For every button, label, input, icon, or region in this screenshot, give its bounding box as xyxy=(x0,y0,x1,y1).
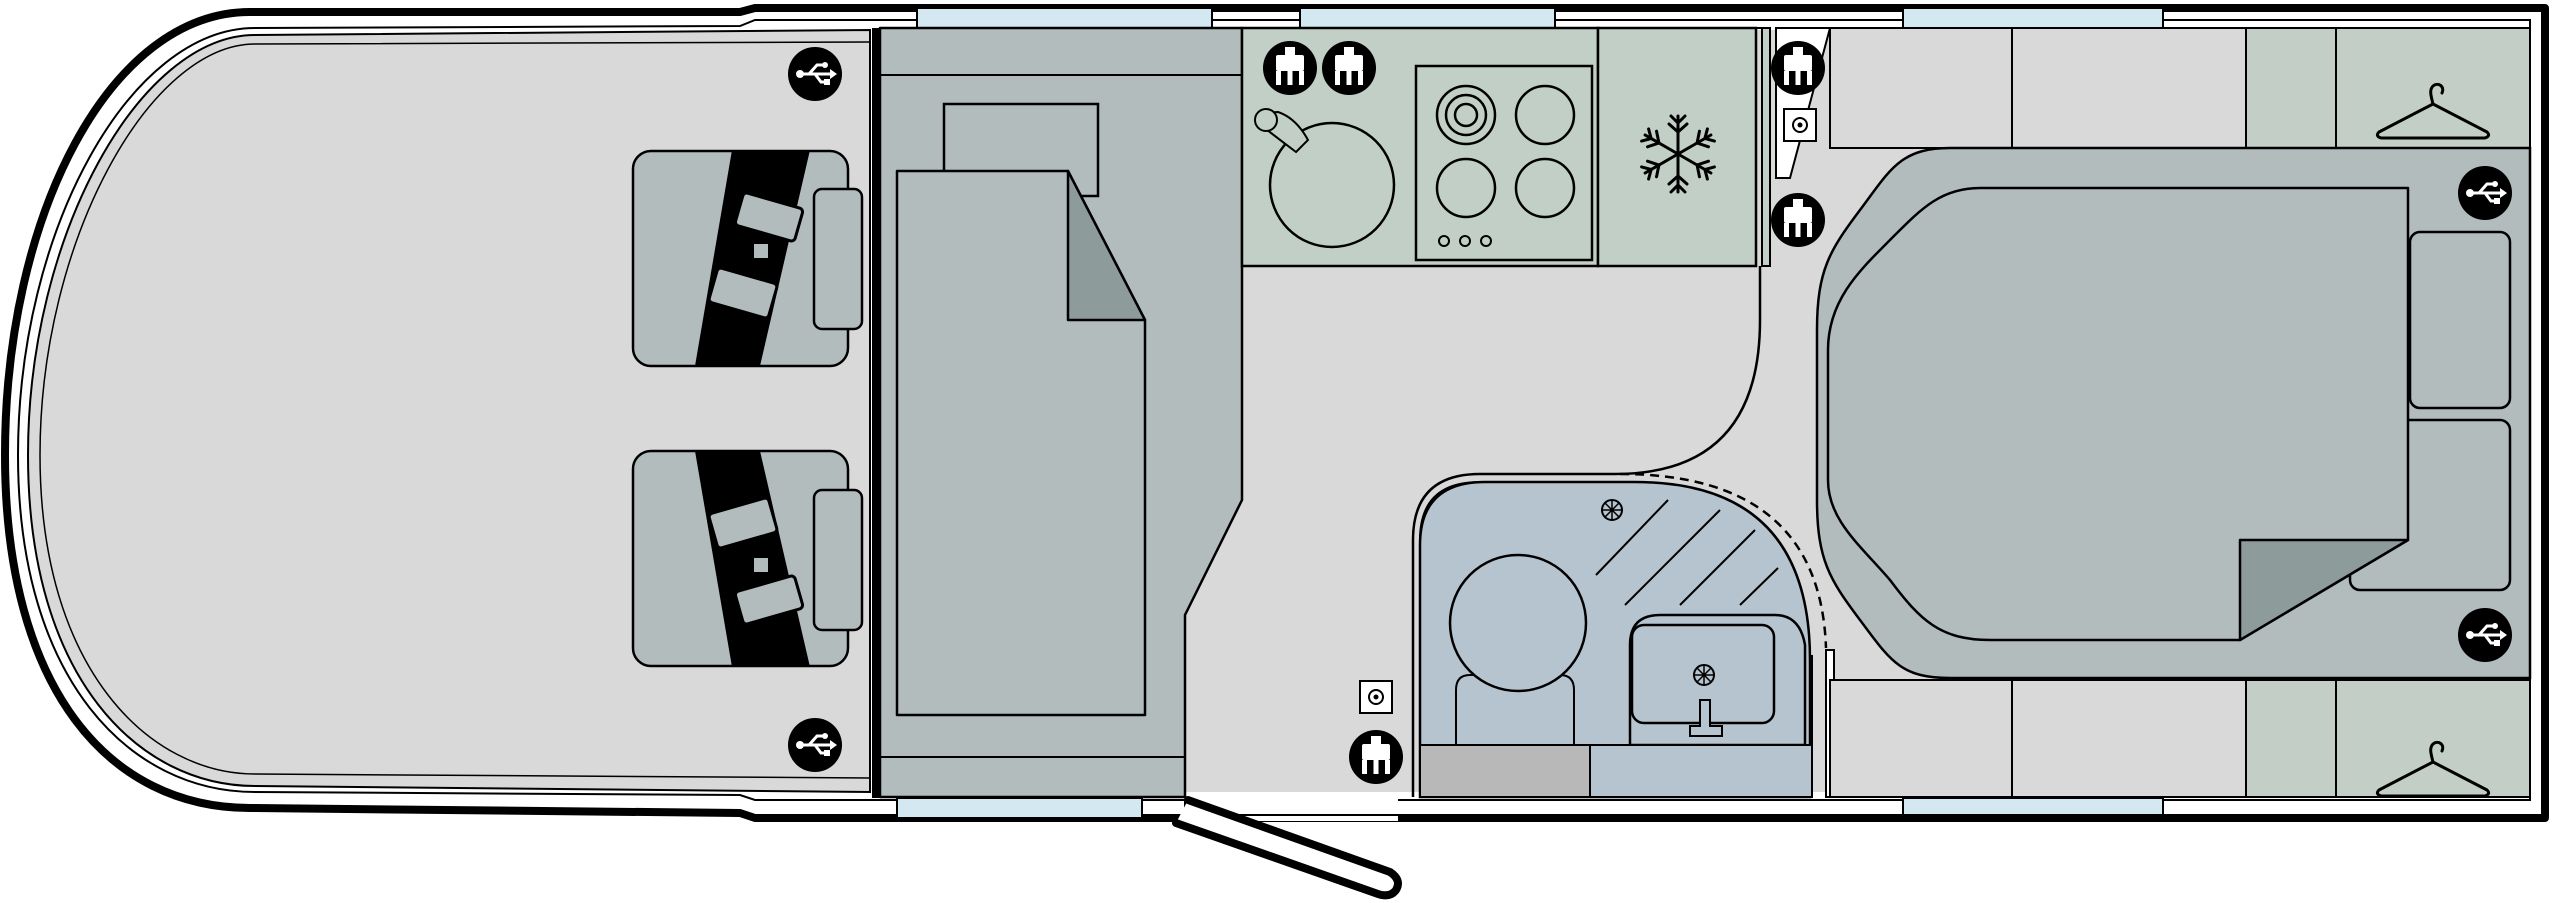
seatbelt-icon xyxy=(695,150,810,366)
cab-seat-driver xyxy=(631,149,864,368)
cab-partition xyxy=(872,28,880,798)
overhead-storage xyxy=(1829,27,2013,149)
windows xyxy=(896,7,2164,819)
usb-icon xyxy=(786,716,844,774)
sink-icon xyxy=(1628,613,1807,747)
washroom-cabinet xyxy=(1589,744,1813,798)
washroom-wall xyxy=(1411,266,1762,797)
overhead-storage xyxy=(2011,27,2247,149)
washroom-step xyxy=(1419,744,1591,798)
window xyxy=(1902,7,2164,29)
snowflake-icon xyxy=(1639,114,1717,194)
cab-floor xyxy=(26,28,871,794)
usb-icon xyxy=(786,45,844,103)
sink-icon xyxy=(1254,108,1396,249)
drain-icon xyxy=(1601,499,1623,521)
wardrobe-bottom xyxy=(2335,679,2531,798)
bedroom xyxy=(1815,27,2532,798)
aerial-socket-icon xyxy=(1359,680,1393,714)
fridge xyxy=(1596,26,1758,268)
plug-icon xyxy=(1771,193,1825,247)
bottom-storage xyxy=(1829,679,2013,798)
hob-icon xyxy=(1414,64,1594,262)
washroom xyxy=(1411,266,1835,799)
plug-icon xyxy=(1322,41,1376,95)
dinette xyxy=(878,26,1244,799)
cab-seat-passenger xyxy=(631,449,864,668)
seatbelt-icon xyxy=(695,451,810,667)
plug-icon xyxy=(1771,41,1825,95)
window xyxy=(916,7,1213,29)
kitchen xyxy=(1240,26,1600,268)
cab-floor-line xyxy=(39,41,871,779)
inner-shell xyxy=(16,19,2531,801)
bottom-storage xyxy=(2011,679,2247,798)
usb-icon xyxy=(2456,606,2514,664)
plug-icon xyxy=(1349,730,1403,784)
table-fold xyxy=(1066,169,1147,322)
plug-icon xyxy=(1263,41,1317,95)
wardrobe-top xyxy=(2245,27,2337,149)
toilet-icon xyxy=(1448,553,1588,746)
shower-screen xyxy=(1595,499,1779,606)
washroom-door-swing xyxy=(1619,472,1828,649)
service-column xyxy=(1756,27,1832,267)
entrance-door xyxy=(1172,796,2545,900)
usb-icon xyxy=(2456,164,2514,222)
mattress xyxy=(1826,186,2410,642)
bedside-cabinet xyxy=(2408,230,2512,410)
mattress-fold xyxy=(2238,538,2410,642)
aerial-socket-icon xyxy=(1783,108,1817,142)
wardrobe-bottom xyxy=(2245,679,2337,798)
window xyxy=(1299,7,1556,29)
door-leaf xyxy=(1172,796,1402,900)
window xyxy=(896,797,1143,819)
cab xyxy=(26,28,871,794)
